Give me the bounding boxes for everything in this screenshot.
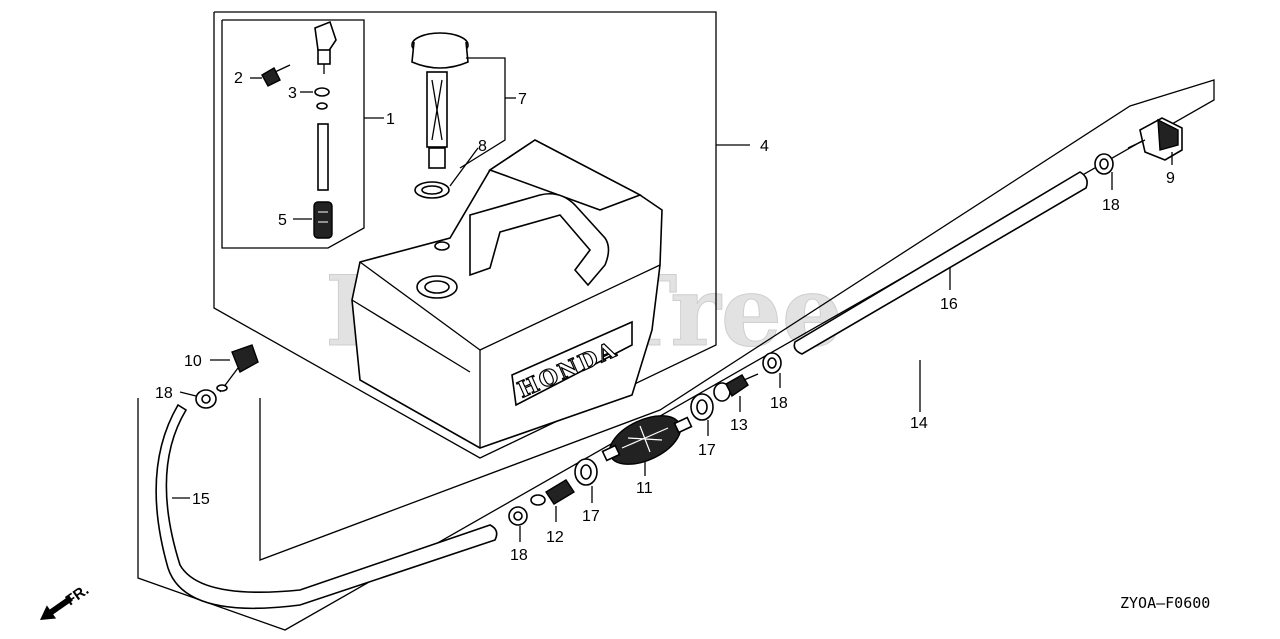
- leader-8: [449, 147, 479, 187]
- callout-9[interactable]: 9: [1166, 170, 1175, 187]
- hose-kit-frame: [137, 79, 1215, 631]
- rod-part: [317, 123, 329, 191]
- clamp-part-18a: [195, 389, 217, 409]
- gauge-assembly-frame: [221, 19, 365, 249]
- connector-part-9: [1127, 117, 1183, 161]
- callout-18a[interactable]: 18: [155, 385, 173, 402]
- gasket-part: [414, 181, 450, 199]
- callout-12[interactable]: 12: [546, 529, 564, 546]
- filter-part-5: [313, 201, 333, 239]
- washer-part-3: [314, 87, 330, 110]
- fuel-tank: HONDA: [351, 139, 663, 449]
- callout-5[interactable]: 5: [278, 212, 287, 229]
- front-direction-label: FR.: [63, 581, 93, 609]
- diagram-code: ZYOA—F0600: [1120, 594, 1210, 612]
- callout-16[interactable]: 16: [940, 296, 958, 313]
- callout-3[interactable]: 3: [288, 85, 297, 102]
- callout-18d[interactable]: 18: [1102, 197, 1120, 214]
- callout-17b[interactable]: 17: [698, 442, 716, 459]
- callout-17a[interactable]: 17: [582, 508, 600, 525]
- callout-14[interactable]: 14: [910, 415, 928, 432]
- clamp-part-18b: [508, 506, 528, 526]
- clamp-part-18c: [762, 352, 782, 374]
- hose-part-16: [793, 171, 1088, 355]
- sleeve-part-17a: [574, 458, 598, 486]
- callout-11[interactable]: 11: [636, 480, 653, 497]
- primer-bulb-part-11: [601, 415, 693, 465]
- callout-4[interactable]: 4: [760, 138, 769, 155]
- callout-10[interactable]: 10: [184, 353, 202, 370]
- sleeve-part-17b: [690, 393, 714, 421]
- front-direction-arrow-icon: [40, 595, 73, 620]
- clamp-part-18d: [1094, 153, 1114, 175]
- connector-part-10: [216, 344, 259, 393]
- gauge-cap-part: [314, 20, 337, 74]
- leader-18a: [179, 391, 197, 397]
- screw-part-2: [261, 64, 291, 87]
- hose-part-15: [155, 403, 498, 610]
- callout-18c[interactable]: 18: [770, 395, 788, 412]
- fuel-gauge-part: [411, 32, 469, 169]
- callout-1[interactable]: 1: [386, 111, 395, 128]
- callout-13[interactable]: 13: [730, 417, 748, 434]
- leader-7: [459, 57, 506, 169]
- callout-15[interactable]: 15: [192, 491, 210, 508]
- callout-18b[interactable]: 18: [510, 547, 528, 564]
- fitting-part-13: [713, 373, 759, 402]
- fitting-part-12: [530, 479, 575, 506]
- callout-8[interactable]: 8: [478, 138, 487, 155]
- callout-2[interactable]: 2: [234, 70, 243, 87]
- callout-7[interactable]: 7: [518, 91, 527, 108]
